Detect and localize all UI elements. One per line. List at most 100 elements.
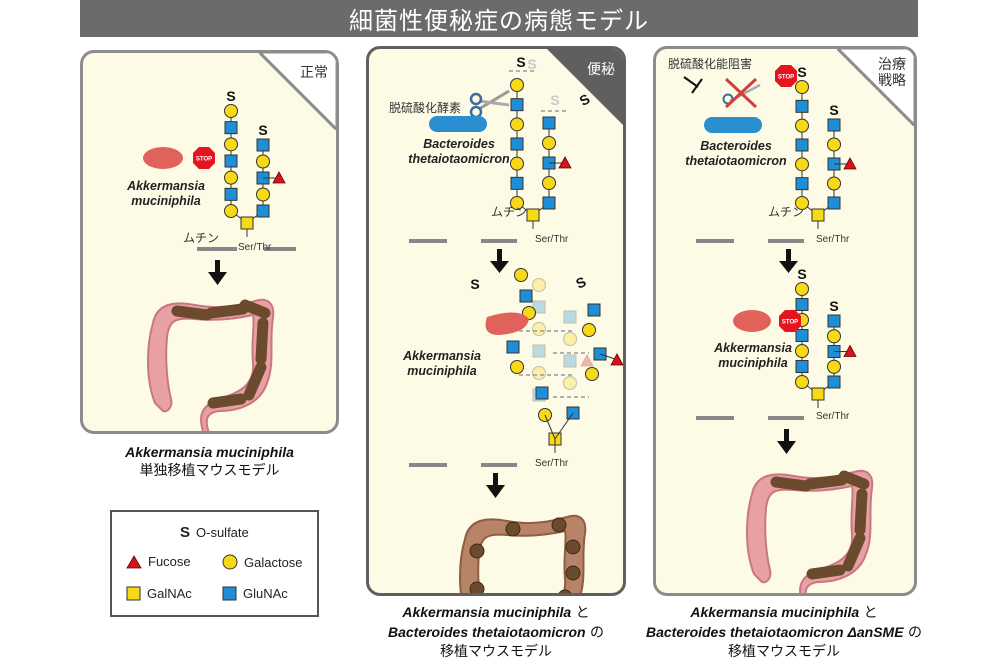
colon-illustration (746, 469, 874, 593)
galactose-node (582, 323, 596, 337)
corner-label-constipation: 便秘 (587, 62, 615, 78)
glunac-node (256, 138, 270, 152)
fucose-node (558, 156, 572, 169)
galactose-node (532, 322, 546, 336)
svg-text:STOP: STOP (778, 75, 794, 81)
stool-segment (806, 564, 846, 580)
fucose-node (272, 171, 286, 184)
down-arrow-icon (779, 249, 798, 273)
galactose-node (514, 268, 528, 282)
stool-segment (255, 317, 269, 365)
caption-normal: Akkermansia muciniphila 単独移植マウスモデル (125, 444, 294, 479)
legend-item-galactose: Galactose (222, 554, 303, 570)
circle-icon (222, 554, 238, 570)
sulfate-symbol: S (576, 90, 592, 109)
colon-illustration (459, 514, 587, 593)
glunac-node (256, 204, 270, 218)
ser-thr-label: Ser/Thr (535, 234, 569, 245)
stool-segment (842, 532, 866, 572)
down-arrow-icon (777, 429, 796, 454)
galactose-node (563, 332, 577, 346)
stool-segment (854, 488, 868, 536)
glunac-node (542, 196, 556, 210)
fucose-node (580, 354, 594, 367)
fucose-node (843, 344, 857, 357)
galnac-node (526, 208, 540, 222)
svg-text:STOP: STOP (782, 320, 798, 326)
sulfate-symbol: S (180, 524, 191, 541)
glunac-node (532, 344, 546, 358)
down-arrow-icon (486, 473, 505, 498)
glunac-node (224, 154, 238, 168)
stool-segment (207, 393, 247, 409)
glunac-node (542, 116, 556, 130)
yellow-square-icon (126, 586, 141, 601)
stool-pellet (558, 589, 572, 593)
scissors-icon (469, 89, 510, 119)
glunac-node (510, 176, 524, 190)
sulfate-symbol: S (258, 122, 267, 138)
ser-thr-label: Ser/Thr (238, 242, 272, 253)
glunac-node (827, 314, 841, 328)
galactose-node (510, 78, 524, 92)
glunac-node (795, 298, 809, 311)
glunac-node (563, 354, 577, 368)
sulfate-symbol: S (470, 276, 479, 292)
galnac-node (811, 387, 825, 401)
galactose-node (510, 117, 524, 132)
mucin-glycan-diagram: SS STOP SS STOP (683, 64, 874, 593)
blue-square-icon (222, 586, 237, 601)
colon-tube (147, 298, 275, 431)
glunac-node (532, 300, 546, 314)
galactose-node (795, 196, 809, 210)
galactose-node (795, 375, 809, 389)
stop-sign-icon: STOP (193, 147, 215, 169)
caption-treatment: Akkermansia muciniphila と Bacteroides th… (645, 604, 923, 660)
galactose-node (827, 359, 841, 374)
stool-pellet (551, 517, 567, 533)
legend-item-galnac: GalNAc (126, 586, 192, 601)
galactose-node (224, 137, 238, 152)
galactose-node (795, 80, 809, 94)
corner-label-normal: 正常 (300, 65, 328, 81)
sulfate-symbol: S (226, 88, 235, 104)
glunac-node (827, 196, 841, 210)
legend-item-sulfate: S O-sulfate (180, 524, 249, 541)
corner-tab (837, 49, 914, 126)
glunac-node (587, 303, 601, 317)
glunac-node (795, 177, 809, 191)
bacteroides-bacterium-icon (429, 116, 487, 132)
enzyme-label: 脱硫酸化酵素 (389, 101, 462, 115)
glunac-node (795, 138, 809, 152)
galactose-node (827, 176, 841, 191)
galactose-node (795, 344, 809, 358)
galactose-node (563, 376, 577, 390)
glunac-node (224, 121, 238, 135)
corner-tab (547, 49, 623, 125)
stool-segment (205, 303, 249, 319)
sulfate-symbol: S (573, 273, 588, 291)
glunac-node (224, 187, 238, 201)
glycan-chain-protected: SS (795, 266, 857, 408)
cross-mark-icon (724, 77, 758, 109)
inhibition-label: 脱硫酸化能阻害 (668, 57, 753, 71)
stool-pellet (469, 581, 485, 593)
stop-sign-icon: STOP (779, 310, 801, 332)
stool-segment (239, 299, 271, 319)
galnac-node (811, 208, 825, 222)
galactose-node (224, 104, 238, 118)
glunac-node (535, 386, 549, 400)
galactose-node (510, 196, 524, 210)
galactose-node (827, 329, 841, 344)
stop-sign-icon: STOP (775, 65, 797, 87)
glunac-node (506, 340, 520, 354)
colon-illustration (147, 298, 275, 431)
stool-segment (804, 474, 848, 490)
glunac-node (563, 310, 577, 324)
